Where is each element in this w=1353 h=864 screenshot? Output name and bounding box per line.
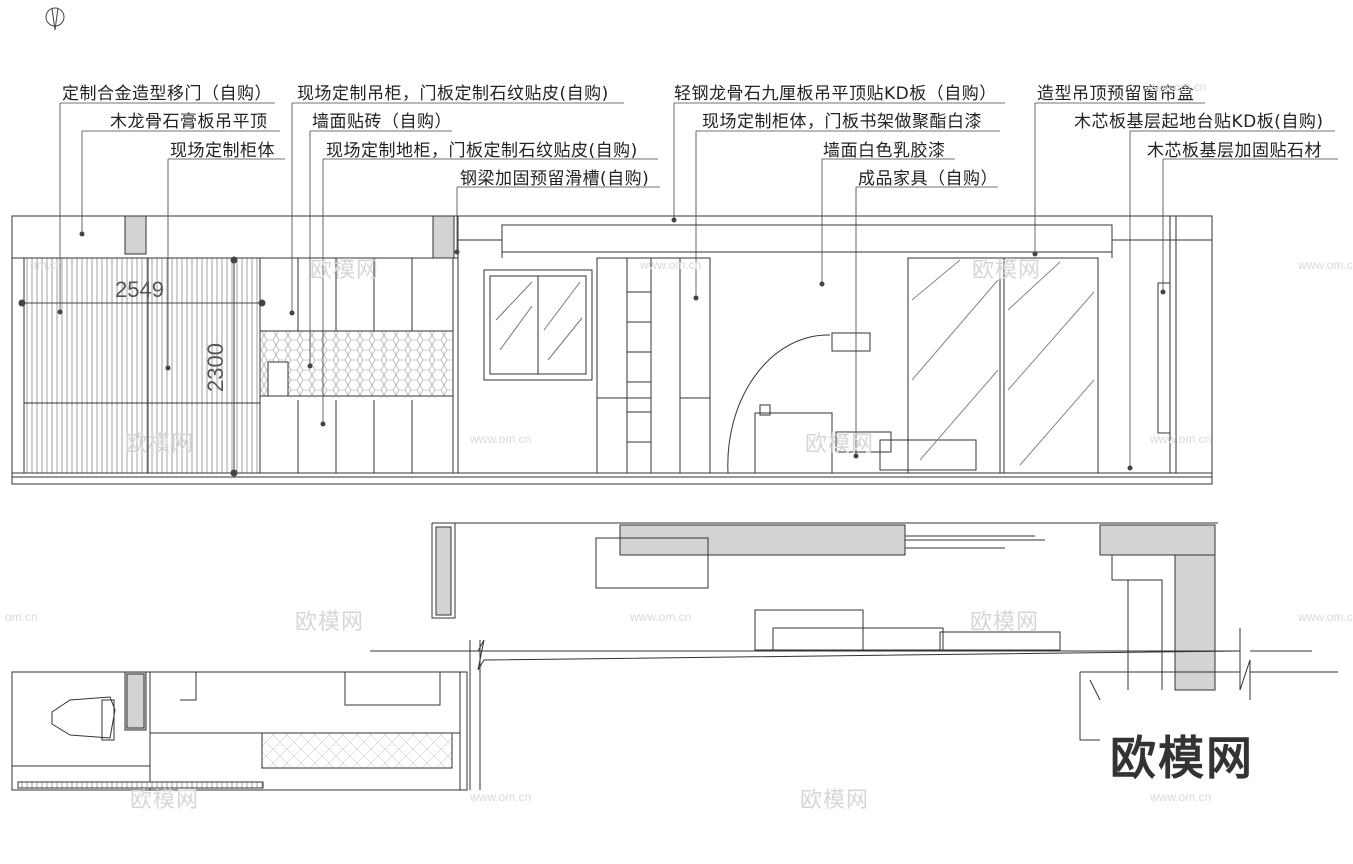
watermark-text: 欧模网 [972, 258, 1042, 283]
watermark-url: www.om.cn [470, 432, 532, 446]
watermark-text: 欧模网 [805, 432, 875, 457]
label-custom-cabinet: 现场定制柜体 [170, 141, 275, 161]
label-gypsum-ceiling: 木龙骨石膏板吊平顶 [110, 112, 268, 132]
dimension-width: 2549 [115, 277, 164, 302]
wall-tile-area [259, 330, 454, 397]
watermark-text: 欧模网 [130, 788, 200, 813]
label-stone-base: 木芯板基层加固贴石材 [1147, 141, 1322, 161]
label-floor-cabinet: 现场定制地柜，门板定制石纹贴皮(自购) [326, 141, 638, 161]
label-bookcase: 现场定制柜体，门板书架做聚酯白漆 [702, 112, 982, 132]
label-furniture: 成品家具（自购） [858, 169, 998, 189]
north-arrow-icon [45, 7, 65, 31]
watermark-url: www.om.cn [1150, 432, 1212, 446]
watermark-url: www.om.cn [470, 790, 532, 804]
label-wall-cabinet: 现场定制吊柜，门板定制石纹贴皮(自购) [297, 84, 609, 104]
brand-logo: 欧模网 [1110, 731, 1254, 785]
watermark-url: www.om.cn [630, 610, 692, 624]
watermark-url: www.om.cn [1298, 610, 1353, 624]
plan-view [11, 522, 1338, 791]
watermark-text: 欧模网 [295, 610, 365, 635]
label-latex-paint: 墙面白色乳胶漆 [823, 141, 946, 161]
watermark-text: 欧模网 [970, 610, 1040, 635]
watermark-text: 欧模网 [310, 258, 380, 283]
label-platform: 木芯板基层起地台贴KD板(自购) [1074, 112, 1324, 132]
leader-lines [59, 102, 1338, 468]
label-steel-beam: 钢梁加固预留滑槽(自购) [460, 169, 650, 189]
watermark-url: om.cn [30, 258, 63, 272]
watermark-url: om.cn [5, 610, 38, 624]
dimension-height: 2300 [203, 343, 228, 392]
watermark-text: 欧模网 [125, 432, 195, 457]
watermark-url: www.om.cn [1150, 790, 1212, 804]
watermark-text: 欧模网 [800, 788, 870, 813]
label-sliding-door: 定制合金造型移门（自购） [62, 84, 272, 104]
label-wall-tile: 墙面贴砖（自购） [312, 112, 452, 132]
dimension-lines [18, 256, 266, 477]
label-steel-keel-ceiling: 轻钢龙骨石九厘板吊平顶贴KD板（自购） [674, 84, 997, 104]
leader-dots [57, 217, 1166, 471]
watermark-url: www.om.cn [640, 258, 702, 272]
label-curtain-box: 造型吊顶预留窗帘盒 [1037, 84, 1195, 104]
watermark-url: www.om.cn [1298, 258, 1353, 272]
watermark-url: www.om.cn [1145, 80, 1207, 94]
